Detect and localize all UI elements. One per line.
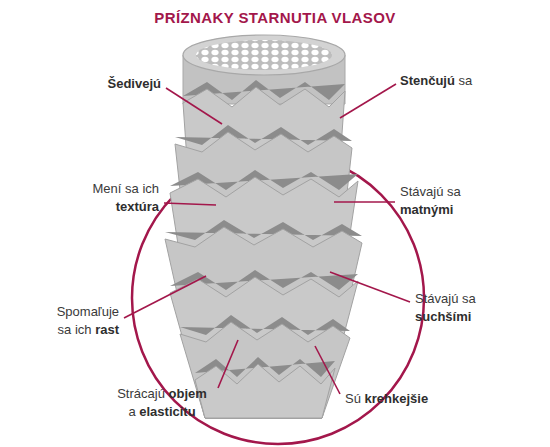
word: Mení (92, 181, 121, 196)
symptom-label: Stenčujú sa (400, 72, 472, 90)
word: Stávajú (415, 291, 458, 306)
diagram-title: PRÍZNAKY STARNUTIA VLASOV (0, 9, 550, 26)
bold-word: krehkejšie (365, 391, 429, 406)
hair-shaft (165, 35, 362, 418)
symptom-label: Sú krehkejšie (345, 390, 428, 408)
word: ich (75, 322, 92, 337)
word: sa (447, 184, 461, 199)
word: sa (125, 181, 139, 196)
bold-word: objem (169, 386, 207, 401)
word: ich (142, 181, 159, 196)
bold-word: elasticitu (139, 404, 195, 419)
bold-word: matnými (400, 202, 453, 217)
word: Strácajú (117, 386, 165, 401)
word: a (128, 404, 135, 419)
word: Spomaľuje (57, 304, 119, 319)
bold-word: Stenčujú (400, 73, 455, 88)
symptom-label: Stávajú sa matnými (400, 183, 461, 218)
word: sa (462, 291, 476, 306)
bold-word: textúra (116, 199, 159, 214)
symptom-label: Spomaľuje sa ich rast (57, 303, 119, 338)
symptom-label: Stávajú sa suchšími (415, 290, 476, 325)
word: sa (58, 322, 72, 337)
word: Sú (345, 391, 361, 406)
word: sa (459, 73, 473, 88)
symptom-label: Šedivejú (108, 75, 161, 93)
bold-word: Šedivejú (108, 76, 161, 91)
bold-word: rast (95, 322, 119, 337)
symptom-label: Mení sa ich textúra (92, 180, 159, 215)
symptom-label: Strácajú objem a elasticitu (117, 385, 207, 420)
leader-lines (124, 84, 410, 394)
word: Stávajú (400, 184, 443, 199)
bold-word: suchšími (415, 309, 471, 324)
